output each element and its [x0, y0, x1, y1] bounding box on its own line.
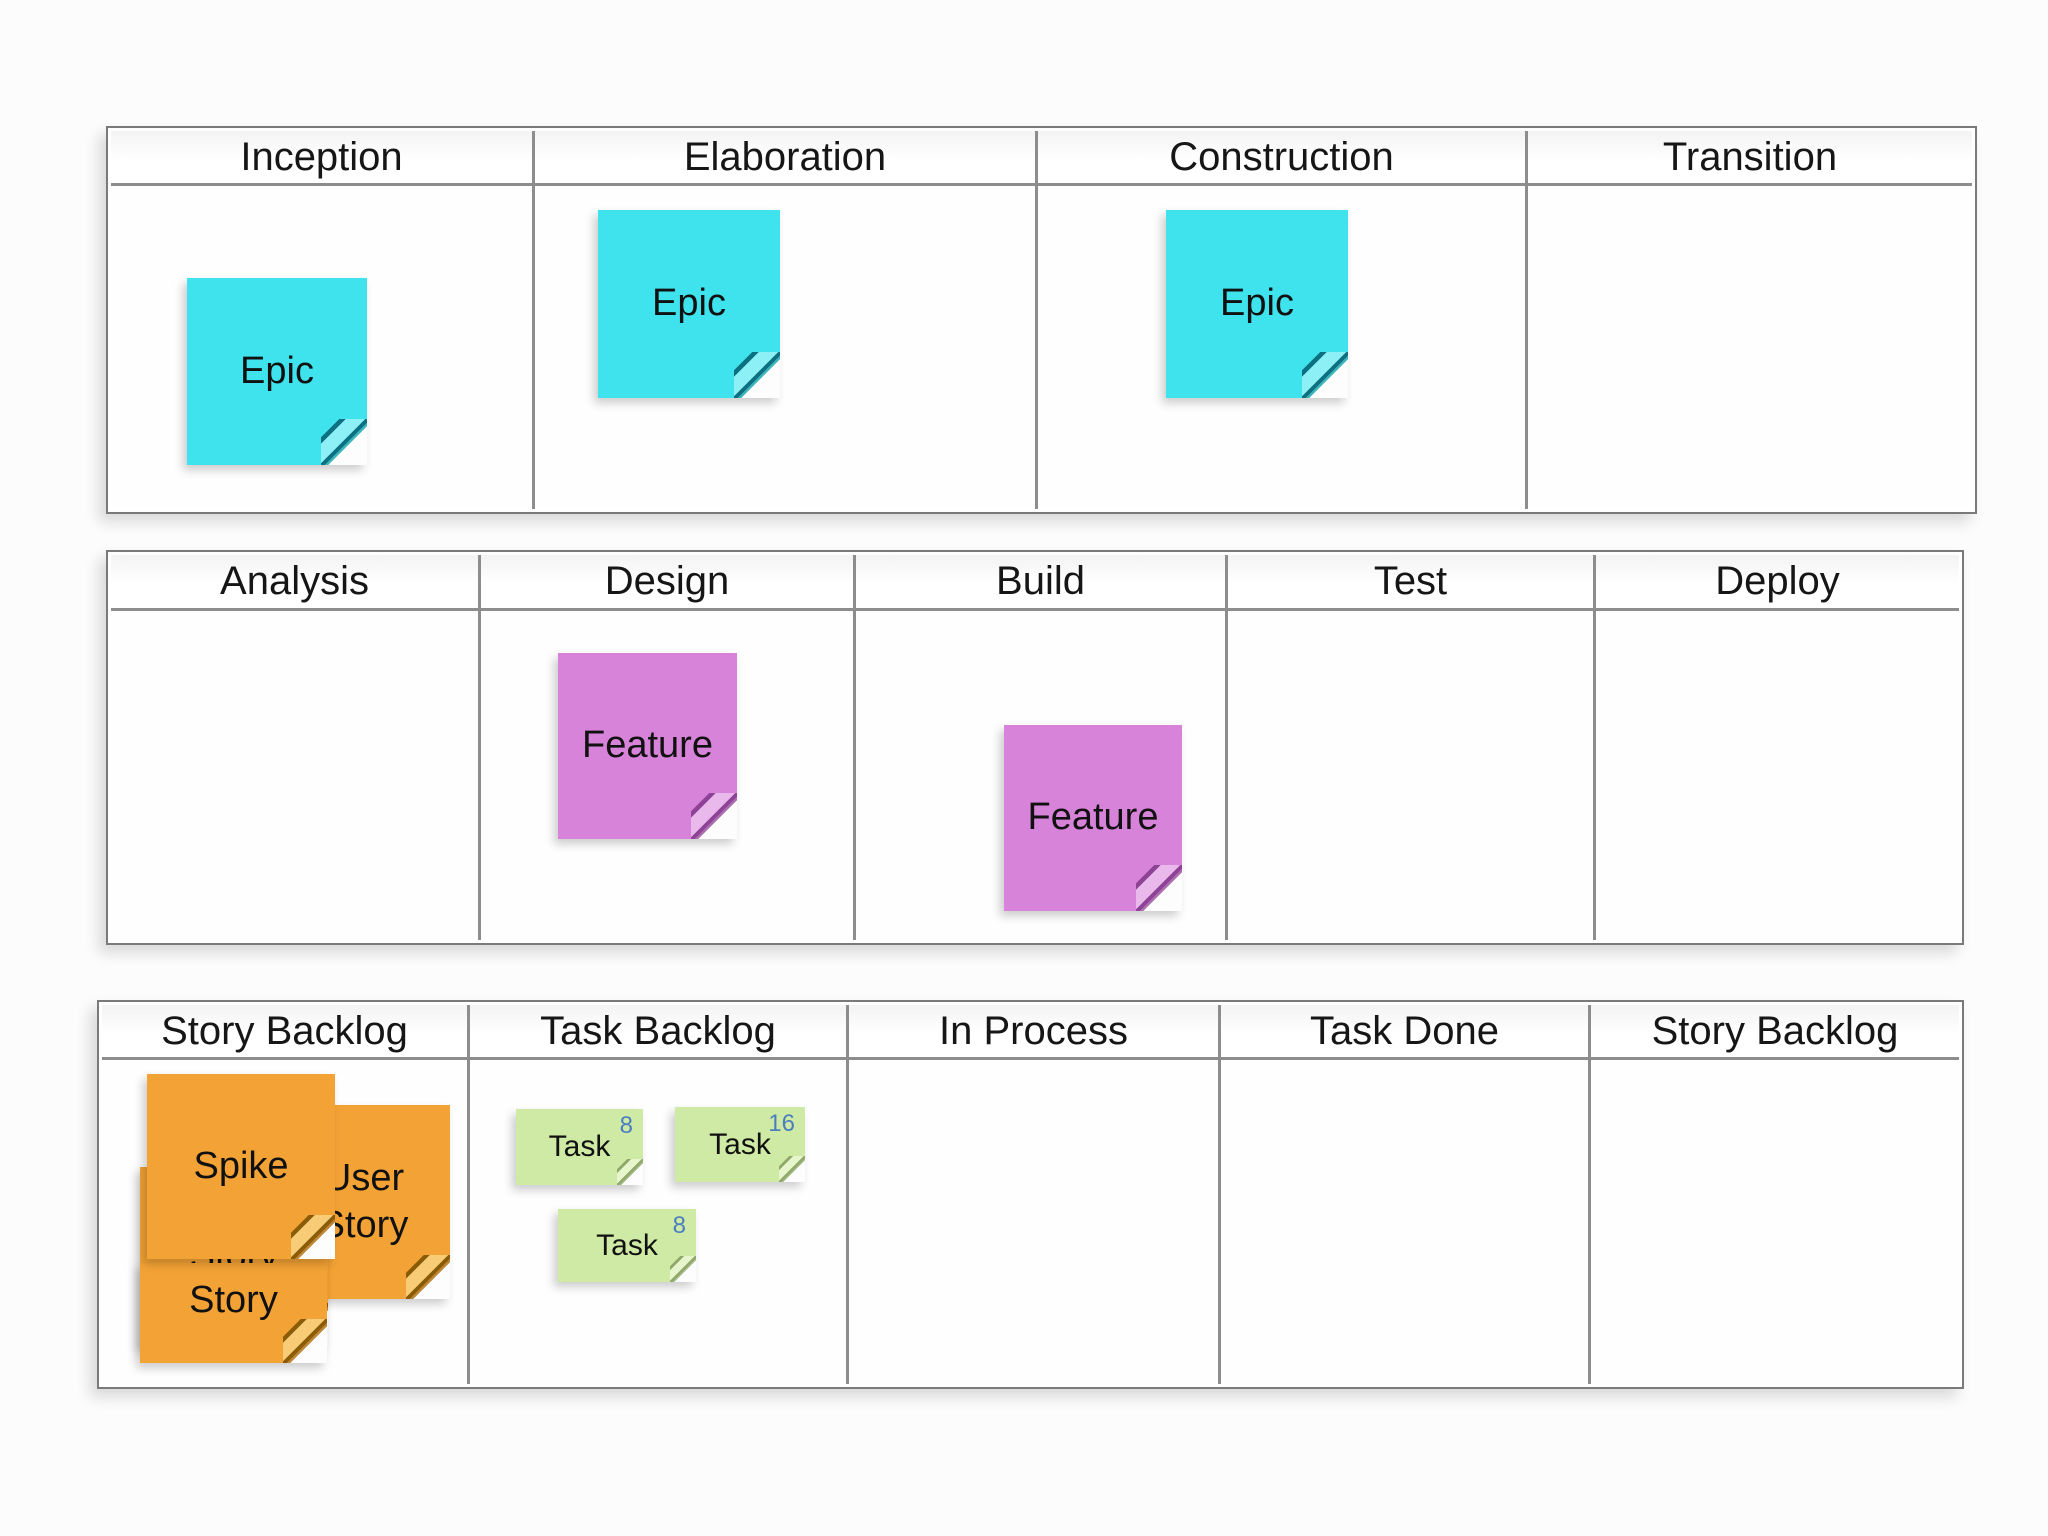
sticky-note-task[interactable]: Task 8	[558, 1209, 696, 1282]
column-cell-story-backlog-2	[1591, 1060, 1959, 1384]
column-header-story-backlog: Story Backlog	[102, 1005, 470, 1060]
column-cell-story-backlog: User StoryStoryStorySpike	[102, 1060, 470, 1384]
column-header-transition: Transition	[1528, 131, 1972, 186]
column-cell-elaboration: Epic	[535, 186, 1038, 509]
folded-corner-icon	[691, 793, 737, 839]
column-header-construction: Construction	[1038, 131, 1528, 186]
sticky-note-label: Task	[596, 1228, 658, 1262]
task-points-badge: 16	[768, 1110, 795, 1137]
kanban-grid: Story Backlog Task Backlog In Process Ta…	[102, 1005, 1959, 1384]
sticky-note-label: Spike	[193, 1144, 289, 1187]
folded-corner-icon	[617, 1159, 643, 1185]
sticky-note-label: Feature	[1027, 796, 1159, 839]
column-header-in-process: In Process	[849, 1005, 1221, 1060]
folded-corner-icon	[779, 1156, 805, 1182]
sticky-note-story[interactable]: Story	[140, 1263, 327, 1363]
sticky-note-epic[interactable]: Epic	[1166, 210, 1348, 398]
column-cell-construction: Epic	[1038, 186, 1528, 509]
column-cell-analysis	[111, 611, 481, 940]
folded-corner-icon	[321, 419, 367, 465]
phases-board: Inception Elaboration Construction Trans…	[106, 126, 1977, 514]
sticky-note-task[interactable]: Task 8	[516, 1109, 643, 1185]
column-header-elaboration: Elaboration	[535, 131, 1038, 186]
column-header-inception: Inception	[111, 131, 535, 186]
task-points-badge: 8	[672, 1212, 686, 1239]
sticky-note-label: Epic	[1220, 282, 1294, 325]
folded-corner-icon	[734, 352, 780, 398]
folded-corner-icon	[1136, 865, 1182, 911]
task-points-badge: 8	[619, 1112, 633, 1139]
sticky-note-spike[interactable]: Spike	[147, 1074, 335, 1259]
column-header-design: Design	[481, 555, 856, 611]
column-cell-task-done	[1221, 1060, 1591, 1384]
sticky-note-epic[interactable]: Epic	[187, 278, 367, 465]
column-header-test: Test	[1228, 555, 1596, 611]
sticky-note-label: Feature	[582, 724, 713, 767]
column-cell-in-process	[849, 1060, 1221, 1384]
folded-corner-icon	[1302, 352, 1348, 398]
folded-corner-icon	[291, 1215, 335, 1259]
column-cell-inception: Epic	[111, 186, 535, 509]
column-header-story-backlog-2: Story Backlog	[1591, 1005, 1959, 1060]
column-cell-transition	[1528, 186, 1972, 509]
column-header-analysis: Analysis	[111, 555, 481, 611]
column-header-task-done: Task Done	[1221, 1005, 1591, 1060]
column-header-build: Build	[856, 555, 1228, 611]
column-header-task-backlog: Task Backlog	[470, 1005, 849, 1060]
column-cell-deploy	[1596, 611, 1959, 940]
sticky-note-label: Epic	[652, 282, 726, 325]
folded-corner-icon	[406, 1255, 450, 1299]
sticky-note-label: Story	[189, 1279, 278, 1322]
sticky-note-epic[interactable]: Epic	[598, 210, 780, 398]
folded-corner-icon	[283, 1319, 327, 1363]
column-cell-build: Feature	[856, 611, 1228, 940]
column-cell-design: Feature	[481, 611, 856, 940]
workflow-grid: Analysis Design Build Test Deploy Featur…	[111, 555, 1959, 940]
kanban-board: Story Backlog Task Backlog In Process Ta…	[97, 1000, 1964, 1389]
column-cell-test	[1228, 611, 1596, 940]
sticky-note-feature[interactable]: Feature	[1004, 725, 1182, 911]
sticky-note-label: Task	[548, 1130, 611, 1164]
column-header-deploy: Deploy	[1596, 555, 1959, 611]
workflow-board: Analysis Design Build Test Deploy Featur…	[106, 550, 1964, 945]
folded-corner-icon	[670, 1256, 696, 1282]
sticky-note-label: Task	[709, 1127, 771, 1161]
phases-grid: Inception Elaboration Construction Trans…	[111, 131, 1972, 509]
sticky-note-feature[interactable]: Feature	[558, 653, 737, 839]
sticky-note-label: Epic	[240, 349, 314, 392]
